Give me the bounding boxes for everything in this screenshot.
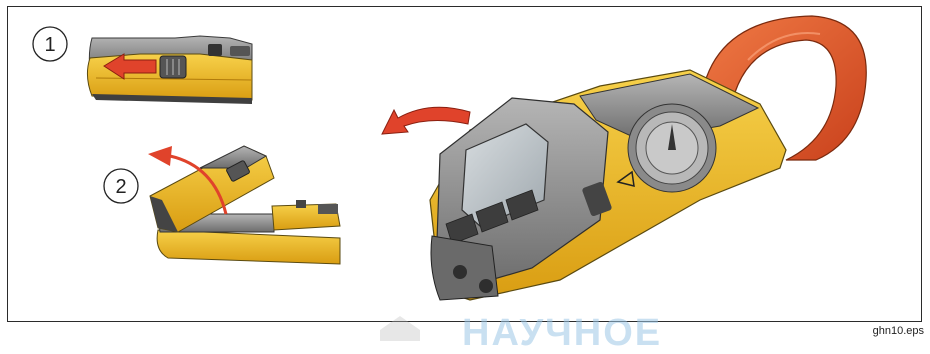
step2-meter-opening [150, 146, 340, 264]
clamp-meter [430, 16, 866, 300]
step-1-number: 1 [44, 34, 55, 56]
rotate-arrow [382, 107, 470, 134]
step-1-badge: 1 [33, 27, 67, 61]
rotary-dial [628, 104, 716, 192]
figure-caption: ghn10.eps [873, 325, 924, 337]
step-2-badge: 2 [104, 169, 138, 203]
watermark-text: НАУЧНОЕ [462, 314, 662, 352]
illustration: 1 2 [0, 0, 930, 341]
watermark-logo [380, 316, 420, 341]
step-2-number: 2 [115, 176, 126, 198]
